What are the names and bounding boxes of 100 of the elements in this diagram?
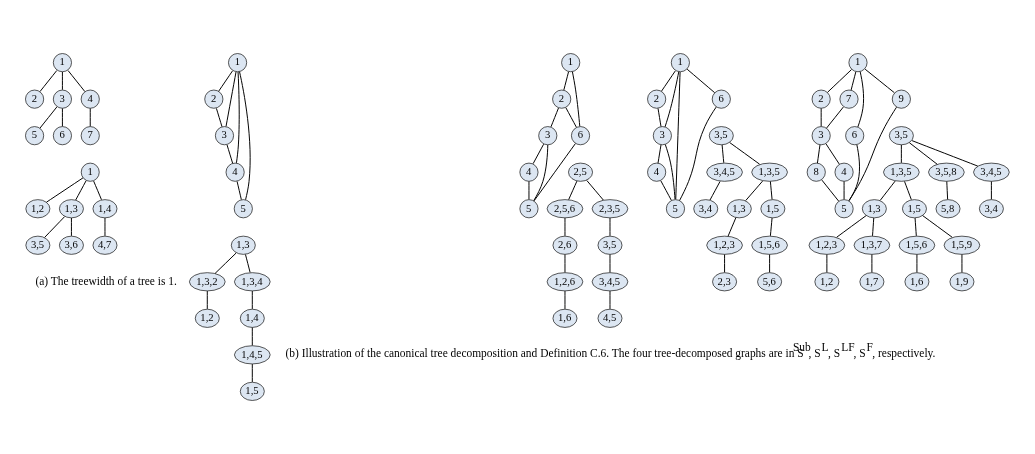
node-ellipse: 3,4,5 [706,162,743,182]
node-circle: 1 [848,53,868,73]
node-ellipse: 2,6 [552,235,578,255]
node-circle: 2 [811,89,831,109]
connector [836,215,867,238]
connector [826,106,844,129]
connector [825,143,840,165]
connector [89,107,91,127]
node-ellipse: 1,3,4 [234,272,271,292]
connector [533,143,576,202]
node-circle: 3 [538,126,558,146]
connector [609,217,611,237]
connector [93,180,102,201]
connector [657,144,662,164]
node-circle: 5 [233,199,253,219]
connector [990,181,992,200]
connector [226,144,234,164]
node-circle: 2 [552,89,572,109]
node-ellipse: 3,4,5 [973,162,1010,182]
node-circle: 2 [647,89,667,109]
node-circle: 3 [53,89,72,109]
connector [46,177,84,203]
node-circle: 4 [834,162,854,182]
node-circle: 5 [25,126,45,146]
connector [900,144,902,164]
node-ellipse: 1,2 [194,308,220,328]
node-circle: 5 [834,199,854,219]
connector [564,217,566,237]
node-ellipse: 1,5 [902,199,927,219]
connector [871,254,873,273]
connector [961,254,963,273]
node-ellipse: 3,4 [979,199,1004,219]
node-ellipse: 1,3 [726,199,752,219]
node-ellipse: 1,2 [814,272,840,292]
connector [922,215,953,238]
node-ellipse: 1,2,6 [546,272,584,292]
connector [821,179,840,202]
node-ellipse: 3,4,5 [591,272,629,292]
node-ellipse: 1,6 [552,308,578,328]
node-ellipse: 4,5 [597,308,623,328]
connector [916,254,918,273]
connector [225,71,237,127]
node-ellipse: 5,6 [757,272,782,292]
node-circle: 7 [80,126,100,146]
connector [857,71,865,128]
connector [245,254,251,273]
connector [239,71,251,201]
node-circle: 1 [228,53,247,73]
connector [946,181,949,200]
connector [727,217,737,237]
connector [914,217,917,237]
node-circle: 2 [204,89,224,109]
node-ellipse: 1,3,5 [883,162,920,182]
connector [904,181,912,201]
node-ellipse: 3,5 [597,235,623,255]
connector [879,180,896,201]
connector [709,181,721,201]
node-ellipse: 1,9 [949,272,975,292]
connector [215,107,223,128]
connector [39,70,58,92]
connector [214,252,237,274]
node-circle: 1 [80,162,100,182]
connector [251,363,253,383]
node-ellipse: 3,4 [693,199,719,219]
connector [568,180,578,201]
node-ellipse: 1,3,7 [853,235,891,255]
connector [664,71,680,128]
node-ellipse: 1,4,5 [234,345,271,365]
connector [848,144,860,202]
connector [908,142,938,165]
connector [848,106,897,202]
connector [686,68,716,94]
connector [251,290,253,310]
node-circle: 6 [53,126,72,146]
connector [769,254,771,273]
connector [820,107,822,127]
connector [586,179,604,201]
node-ellipse: 2,5,6 [546,199,584,219]
node-ellipse: 3,6 [59,235,84,255]
node-ellipse: 1,6 [904,272,930,292]
node-ellipse: 1,2,3 [706,235,743,255]
node-ellipse: 1,3 [230,235,256,255]
node-circle: 8 [806,162,826,182]
node-ellipse: 3,5,8 [928,162,965,182]
node-circle: 6 [845,126,865,146]
node-ellipse: 1,7 [859,272,885,292]
node-circle: 6 [571,126,590,146]
connector [864,68,895,94]
node-circle: 4 [80,89,100,109]
node-circle: 6 [711,89,731,109]
node-circle: 2 [25,89,45,109]
connector [235,71,240,164]
node-ellipse: 1,3,2 [189,272,226,292]
connector [911,140,979,167]
node-ellipse: 1,5 [760,199,786,219]
label: (a) The treewidth of a tree is 1. [35,274,177,287]
connector [729,142,761,165]
node-ellipse: 3,5 [889,126,914,146]
connector [827,69,853,93]
node-ellipse: 1,5,6 [898,235,936,255]
